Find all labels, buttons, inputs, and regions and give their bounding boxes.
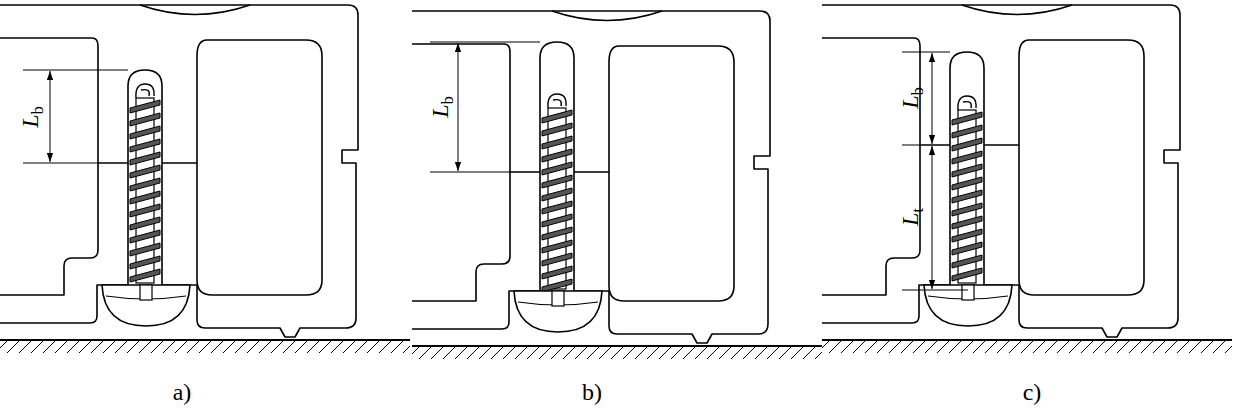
- screw-slot: [962, 285, 974, 300]
- screw-thread: [542, 279, 572, 292]
- screw-thread: [130, 256, 160, 269]
- screw-thread: [542, 175, 572, 188]
- screw-thread: [952, 138, 982, 151]
- extension-line: [902, 290, 968, 291]
- dimension-line: [458, 43, 459, 171]
- boss-hole: [540, 42, 574, 291]
- screw-thread: [952, 203, 982, 216]
- dimension-label: Lb: [428, 96, 456, 117]
- variant-a: [0, 5, 410, 353]
- screw-thread: [952, 268, 982, 281]
- extension-line: [23, 163, 98, 164]
- screw-thread: [130, 139, 160, 152]
- screw-thread: [542, 162, 572, 175]
- screw-thread: [952, 112, 982, 125]
- boss-hole: [950, 52, 984, 285]
- dimension-label: Lt: [898, 208, 926, 226]
- screw-head: [514, 291, 602, 332]
- screw-thread: [130, 269, 160, 282]
- screw-thread: [130, 113, 160, 126]
- extension-line: [430, 172, 510, 173]
- screw-thread: [952, 190, 982, 203]
- screw-thread: [952, 229, 982, 242]
- screw-core: [136, 98, 154, 283]
- screw-thread: [952, 216, 982, 229]
- extension-line: [430, 42, 540, 43]
- screw-thread: [542, 188, 572, 201]
- screw-thread: [130, 191, 160, 204]
- screw-tip: [136, 84, 154, 98]
- screw-thread: [130, 152, 160, 165]
- screw-thread: [130, 100, 160, 113]
- screw-slot: [140, 285, 152, 300]
- screw-head: [924, 285, 1012, 326]
- screw-thread: [130, 204, 160, 217]
- dimension-line: [932, 146, 933, 289]
- screw-thread: [952, 255, 982, 268]
- screw-tip: [958, 96, 976, 110]
- screw-thread: [542, 240, 572, 253]
- screw-thread: [130, 217, 160, 230]
- screw-thread: [542, 149, 572, 162]
- screw-thread: [952, 151, 982, 164]
- screw-slot: [552, 291, 564, 306]
- figure-caption: a): [173, 380, 192, 404]
- screw-thread: [952, 242, 982, 255]
- screw-thread: [542, 227, 572, 240]
- figure-caption: c): [1023, 380, 1042, 404]
- screw-thread: [542, 110, 572, 123]
- screw-thread: [542, 123, 572, 136]
- extension-line: [902, 145, 920, 146]
- screw-thread: [130, 126, 160, 139]
- screw-thread: [952, 125, 982, 138]
- extension-line: [902, 52, 950, 53]
- screw-thread: [542, 266, 572, 279]
- dimension-label: Lb: [18, 106, 46, 127]
- boss-hole: [128, 70, 162, 285]
- variant-b: [412, 11, 822, 359]
- screw-thread: [542, 136, 572, 149]
- screw-thread: [952, 164, 982, 177]
- screw-tip: [548, 94, 566, 108]
- screw-thread: [130, 230, 160, 243]
- screw-thread: [130, 178, 160, 191]
- screw-thread: [542, 253, 572, 266]
- dimension-label: Lb: [898, 87, 926, 108]
- screw-thread: [542, 214, 572, 227]
- dimension-line: [932, 53, 933, 144]
- variant-c: [822, 5, 1232, 353]
- screw-head: [102, 285, 190, 326]
- screw-thread: [130, 243, 160, 256]
- dimension-line: [50, 71, 51, 162]
- screw-thread: [130, 165, 160, 178]
- extension-line: [23, 70, 128, 71]
- screw-thread: [952, 177, 982, 190]
- screw-thread: [542, 201, 572, 214]
- figure-caption: b): [582, 380, 602, 404]
